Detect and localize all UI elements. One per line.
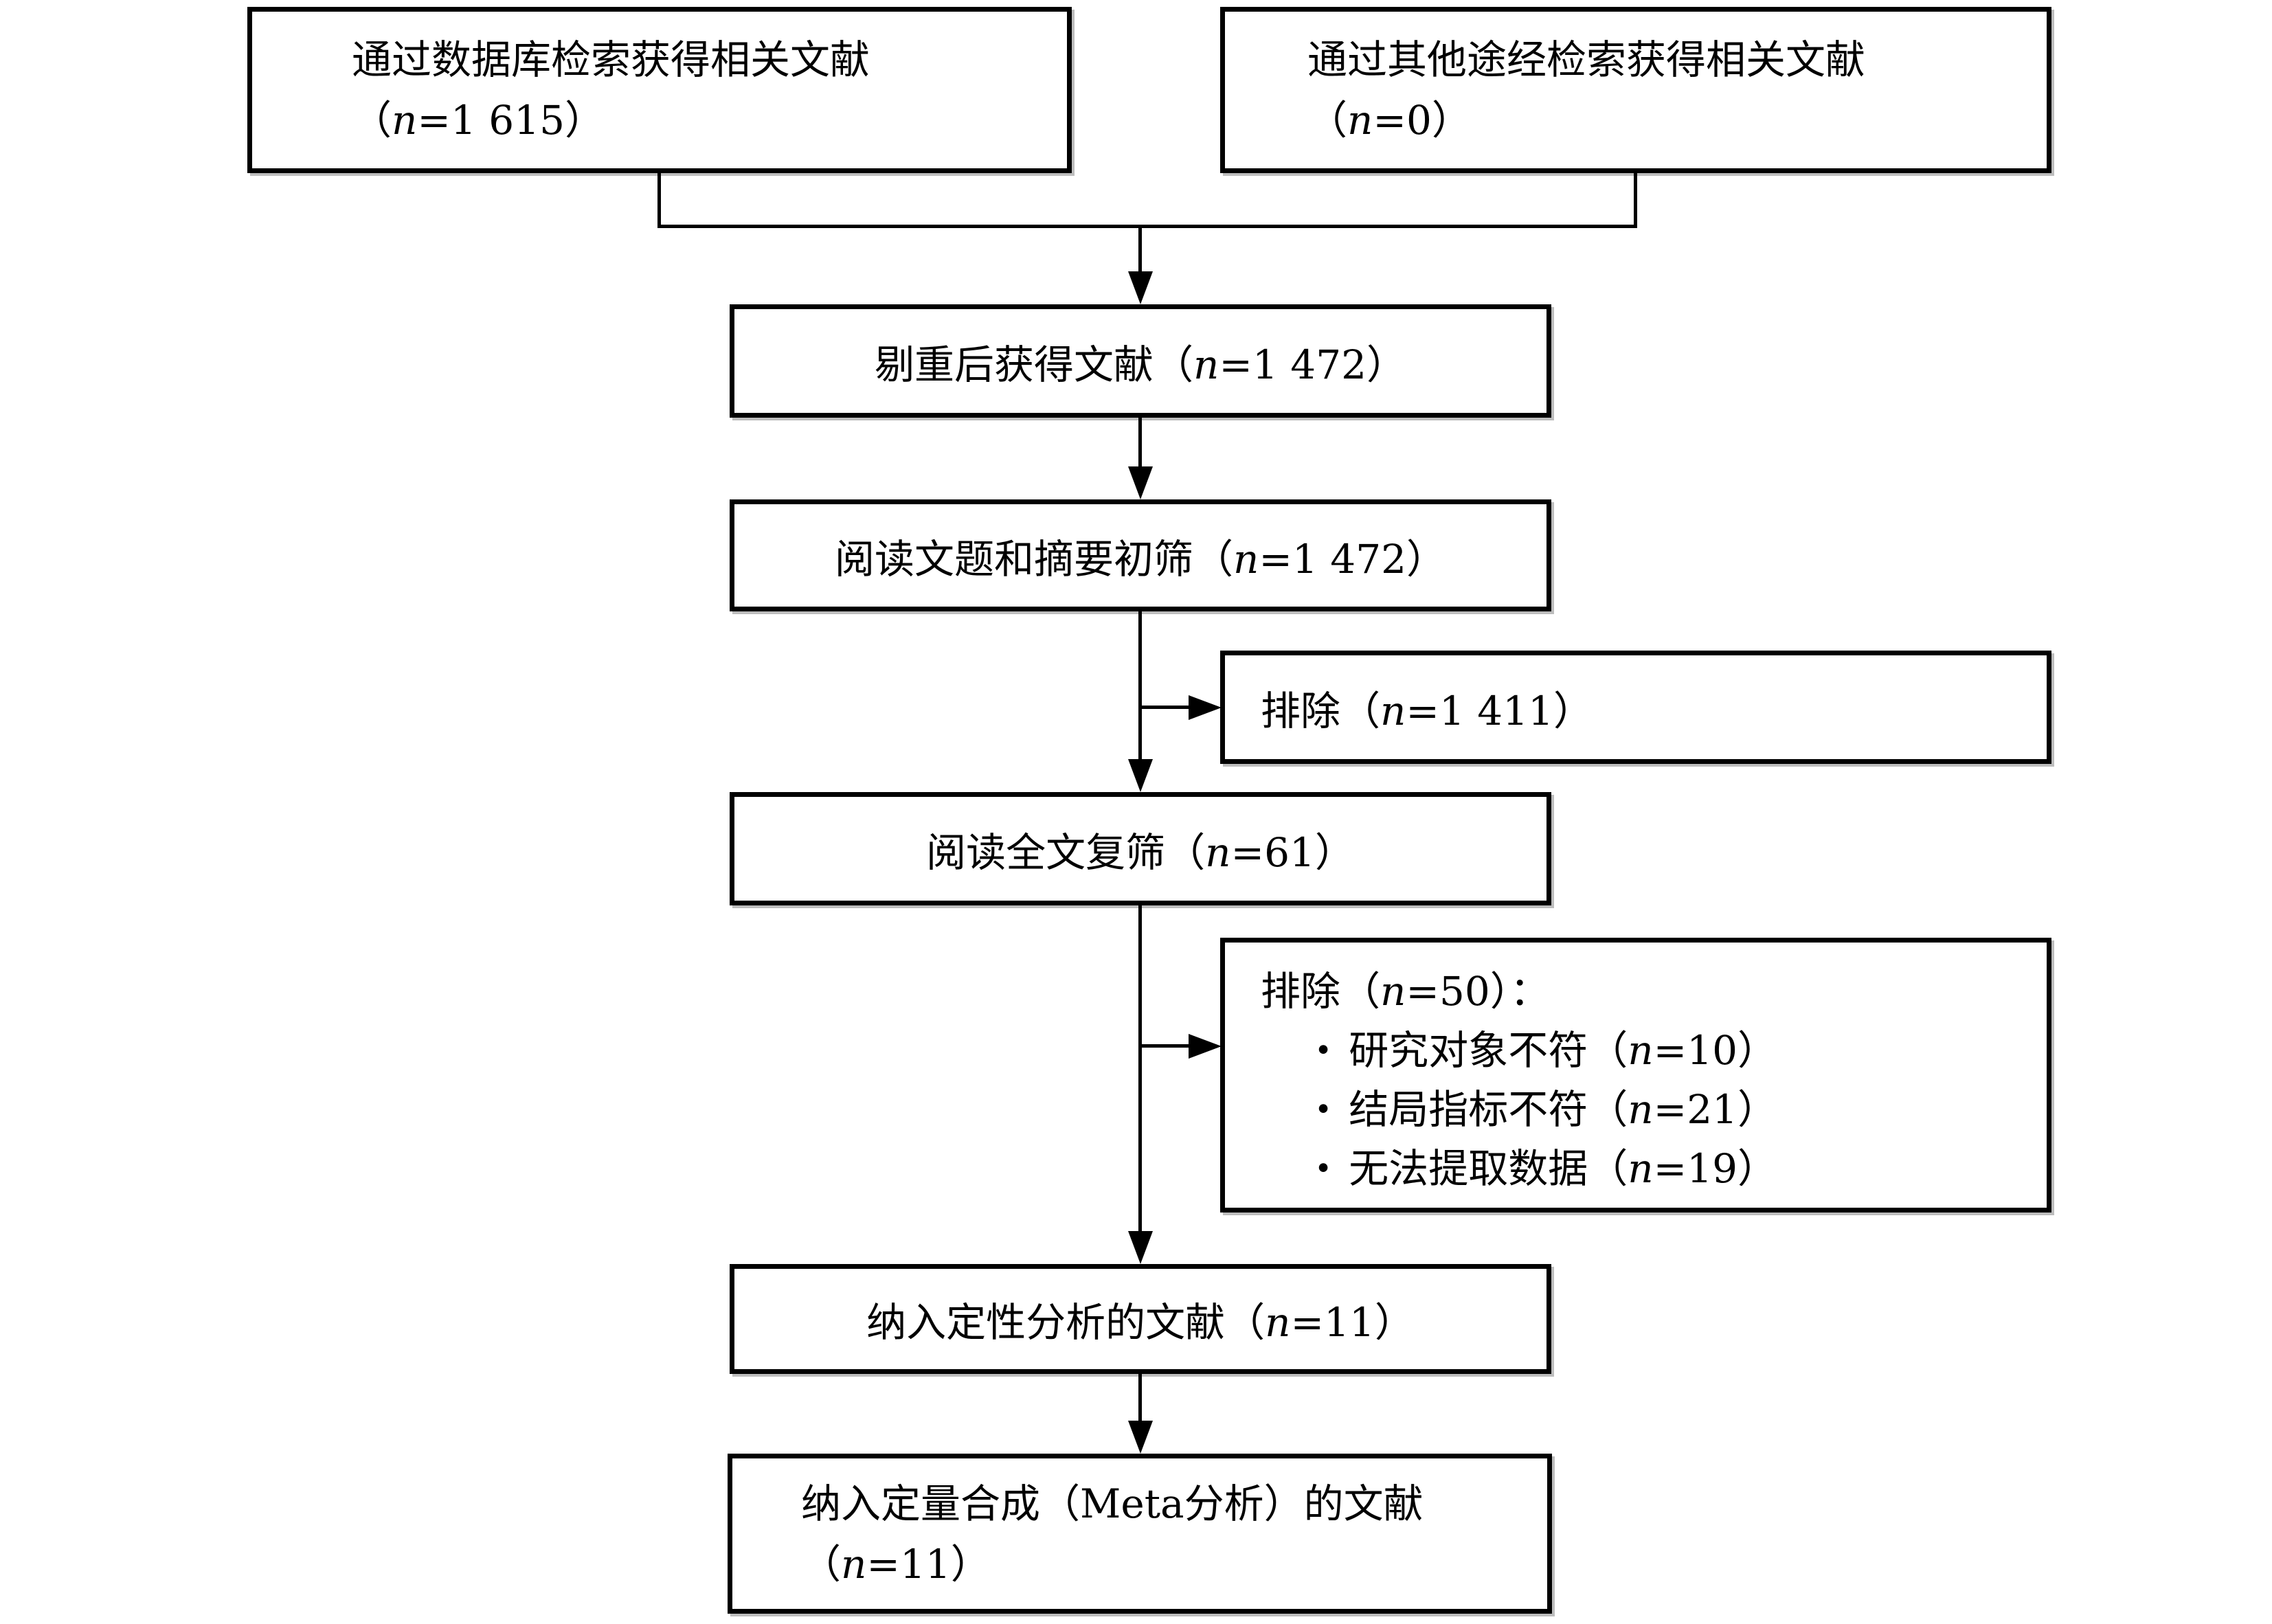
n-variable: n [1265,1299,1291,1346]
bullet-icon: • [1314,1033,1332,1068]
other-sources-title: 通过其他途经检索获得相关文献 [1307,36,1866,83]
n-variable: n [1205,828,1231,876]
arrowhead-into-dedup [1128,271,1153,304]
arrowhead-into-excluded-fulltext [1189,1034,1222,1059]
dedup-text: 剔重后获得文献（n=1 472） [874,341,1406,388]
other-sources-count: （n=0） [1307,97,1472,144]
n-variable: n [1380,968,1406,1015]
n-variable: n [841,1540,867,1588]
box-other-sources-search: 通过其他途经检索获得相关文献 （n=0） [1220,7,2051,173]
box-title-abstract-screening: 阅读文题和摘要初筛（n=1 472） [730,499,1551,611]
n-variable: n [1628,1086,1654,1133]
connector-other-down [1634,173,1637,228]
arrowhead-into-quantitative [1128,1421,1153,1454]
arrowhead-into-fulltext [1128,759,1153,792]
box-other-sources-text: 通过其他途经检索获得相关文献 （n=0） [1225,12,2157,150]
connector-dedup-to-screen [1138,418,1142,471]
bullet-icon: • [1314,1151,1332,1186]
connector-branch-excluded-initial [1140,706,1192,709]
arrowhead-into-excluded-initial [1189,695,1222,720]
qualitative-text: 纳入定性分析的文献（n=11） [866,1299,1415,1346]
box-excluded-fulltext: 排除（n=50）： •研究对象不符（n=10） •结局指标不符（n=21） •无… [1220,938,2051,1213]
connector-db-down [657,173,661,228]
n-variable: n [1628,1027,1654,1074]
n-variable: n [392,97,418,144]
connector-qualitative-to-quantitative [1138,1374,1142,1425]
n-variable: n [1347,97,1373,144]
box-after-deduplication: 剔重后获得文献（n=1 472） [730,304,1551,418]
excluded-fulltext-heading: 排除（n=50）： [1261,968,1550,1015]
connector-screen-to-fulltext [1138,611,1142,764]
box-database-search-text: 通过数据库检索获得相关文献 （n=1 615） [252,12,1194,150]
connector-fulltext-to-qualitative [1138,905,1142,1236]
arrowhead-into-screen [1128,466,1153,499]
arrowhead-into-qualitative [1128,1231,1153,1264]
excluded-initial-text: 排除（n=1 411） [1261,687,1594,734]
excluded-fulltext-text: 排除（n=50）： •研究对象不符（n=10） •结局指标不符（n=21） •无… [1225,943,2103,1198]
title-abstract-text: 阅读文题和摘要初筛（n=1 472） [834,535,1446,583]
database-search-title: 通过数据库检索获得相关文献 [352,36,870,83]
connector-branch-excluded-fulltext [1140,1044,1192,1048]
bullet-icon: • [1314,1092,1332,1127]
quantitative-count: （n=11） [801,1540,991,1588]
box-database-search: 通过数据库检索获得相关文献 （n=1 615） [247,7,1072,173]
fulltext-review-text: 阅读全文复筛（n=61） [926,828,1355,876]
n-variable: n [1233,535,1259,583]
connector-merge-horizontal [657,225,1637,228]
box-qualitative-analysis: 纳入定性分析的文献（n=11） [730,1264,1551,1374]
exclusion-reason-population: •研究对象不符（n=10） [1314,1027,1777,1074]
n-variable: n [1380,687,1406,734]
box-fulltext-review: 阅读全文复筛（n=61） [730,792,1551,905]
quantitative-title: 纳入定量合成（Meta分析）的文献 [801,1480,1424,1527]
n-variable: n [1193,341,1219,388]
box-quantitative-meta-analysis: 纳入定量合成（Meta分析）的文献 （n=11） [728,1454,1552,1614]
exclusion-reason-list: •研究对象不符（n=10） •结局指标不符（n=21） •无法提取数据（n=19… [1261,1021,2082,1198]
connector-merge-to-dedup [1138,225,1142,276]
exclusion-reason-outcomes: •结局指标不符（n=21） [1314,1086,1777,1133]
database-search-count: （n=1 615） [352,97,605,144]
box-excluded-initial: 排除（n=1 411） [1220,651,2051,764]
n-variable: n [1628,1145,1654,1192]
exclusion-reason-no-data: •无法提取数据（n=19） [1314,1145,1777,1192]
